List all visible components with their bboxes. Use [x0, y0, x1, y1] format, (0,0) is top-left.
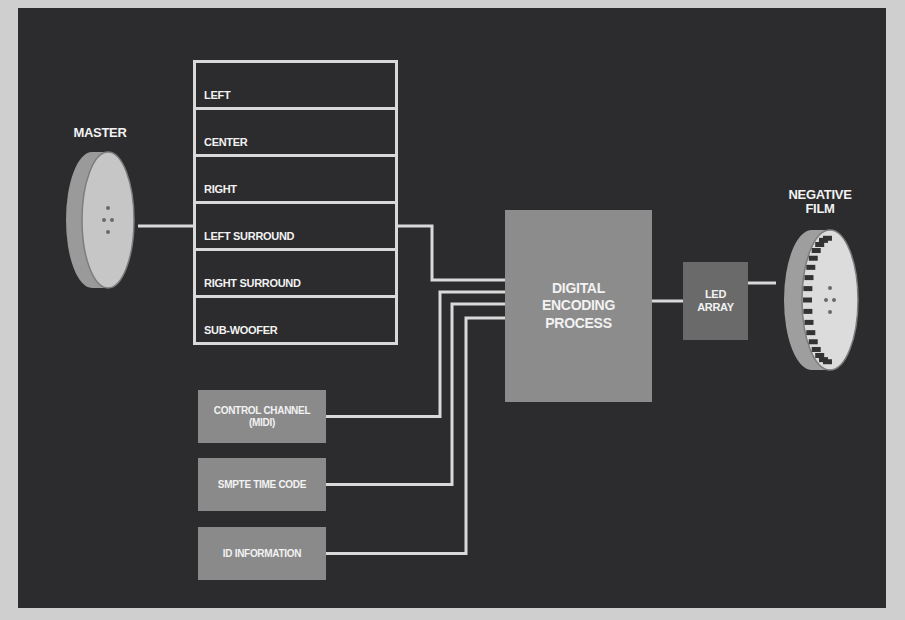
sprocket-hole	[815, 242, 824, 247]
reel-face	[82, 152, 134, 288]
node-label: LED ARRAY	[689, 288, 742, 314]
sprocket-hole	[809, 339, 818, 344]
film-reel-drawing	[776, 226, 864, 376]
hub-hole	[110, 218, 114, 222]
sprocket-hole	[803, 286, 812, 291]
input-box: CONTROL CHANNEL (MIDI)	[198, 390, 326, 443]
sprocket-hole	[804, 320, 813, 325]
hub-hole	[106, 230, 110, 234]
node-label: LEFT	[204, 89, 230, 101]
node-label: MASTER	[62, 126, 138, 140]
film-reel: NEGATIVE FILM	[776, 188, 864, 378]
channel-row: RIGHT	[193, 154, 398, 204]
connector-line	[326, 304, 505, 485]
connector-line	[748, 282, 776, 285]
sprocket-hole	[803, 298, 812, 303]
node-label: CENTER	[204, 136, 247, 148]
node-label: LEFT SURROUND	[204, 230, 294, 242]
connector-line	[326, 292, 505, 417]
hub-hole	[106, 206, 110, 210]
led-box: LED ARRAY	[683, 262, 748, 340]
connector-line	[398, 226, 505, 280]
channel-row: LEFT	[193, 60, 398, 110]
process-box: DIGITAL ENCODING PROCESS	[505, 210, 652, 402]
sprocket-hole	[823, 359, 832, 364]
sprocket-hole	[806, 265, 815, 270]
hub-hole	[828, 286, 832, 290]
reel-face	[802, 230, 858, 370]
sprocket-hole	[803, 309, 812, 314]
connector-line	[326, 318, 505, 554]
connector-line	[652, 300, 683, 303]
input-box: SMPTE TIME CODE	[198, 458, 326, 511]
hub-hole	[824, 298, 828, 302]
channel-row: SUB-WOOFER	[193, 295, 398, 345]
reel-drawing	[62, 148, 138, 293]
sprocket-hole	[812, 248, 821, 253]
node-label: RIGHT SURROUND	[204, 277, 301, 289]
sprocket-hole	[809, 256, 818, 261]
node-label: SUB-WOOFER	[204, 324, 277, 336]
sprocket-hole	[812, 347, 821, 352]
node-label: RIGHT	[204, 183, 237, 195]
channel-row: RIGHT SURROUND	[193, 248, 398, 298]
node-label: DIGITAL ENCODING PROCESS	[521, 280, 636, 333]
node-label: ID INFORMATION	[223, 548, 301, 560]
input-box: ID INFORMATION	[198, 527, 326, 580]
channel-row: CENTER	[193, 107, 398, 157]
sprocket-hole	[804, 275, 813, 280]
node-label: SMPTE TIME CODE	[218, 479, 306, 491]
node-label: CONTROL CHANNEL (MIDI)	[206, 405, 318, 429]
sprocket-hole	[806, 330, 815, 335]
master-reel: MASTER	[62, 126, 138, 296]
channel-row: LEFT SURROUND	[193, 201, 398, 251]
hub-hole	[102, 218, 106, 222]
hub-hole	[828, 310, 832, 314]
connector-line	[138, 225, 193, 228]
node-label: NEGATIVE FILM	[776, 188, 864, 217]
hub-hole	[832, 298, 836, 302]
